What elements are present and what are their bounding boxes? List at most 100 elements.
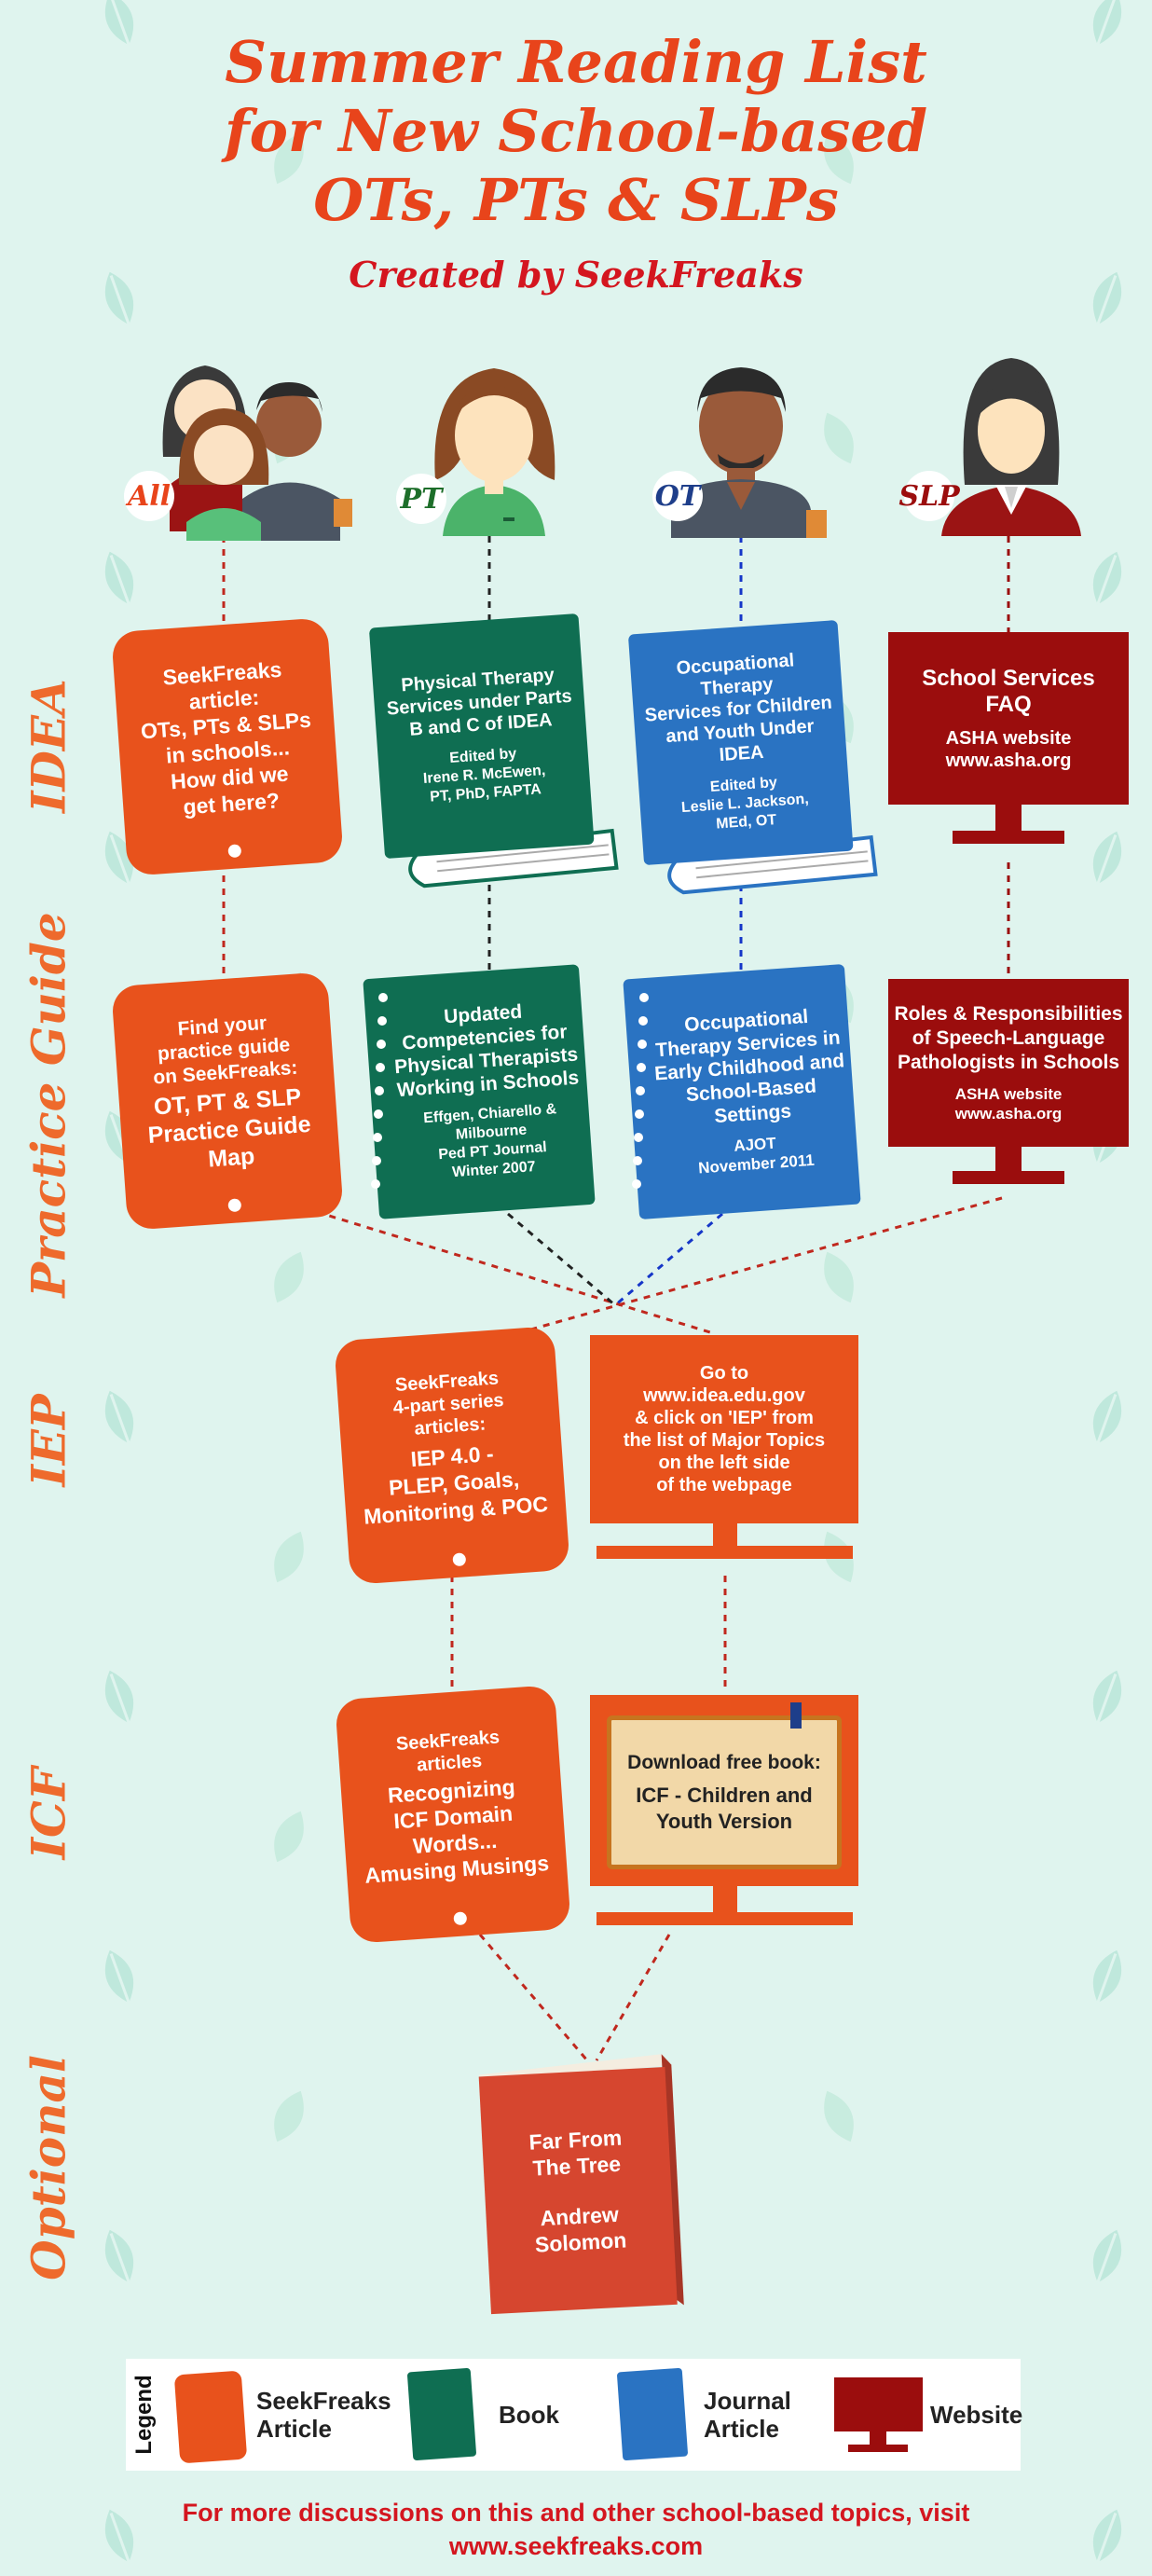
leaf-icon <box>1092 271 1122 325</box>
leaf-icon <box>1092 1670 1122 1724</box>
practice-all-article-top: Find your practice guide on SeekFreaks: <box>152 1012 299 1088</box>
idea-all-article-card[interactable]: SeekFreaks article: OTs, PTs & SLPs in s… <box>111 617 344 876</box>
connector-slp-article <box>516 1196 1003 1335</box>
optional-book-title: Far From The Tree <box>528 2125 623 2181</box>
practice-all-article-card[interactable]: Find your practice guide on SeekFreaks: … <box>111 971 344 1231</box>
iep-website[interactable]: Go to www.idea.edu.gov & click on 'IEP' … <box>590 1335 858 1523</box>
legend-website-swatch <box>834 2377 923 2431</box>
leaf-icon <box>1092 1390 1122 1444</box>
leaf-icon <box>1092 831 1122 885</box>
optional-book[interactable]: Far From The Tree Andrew Solomon <box>471 2053 689 2320</box>
icf-open-book: Download free book: ICF - Children and Y… <box>607 1715 842 1869</box>
idea-ot-book-cover: Occupational Therapy Services for Childr… <box>627 620 854 866</box>
legend-book-swatch <box>406 2367 477 2461</box>
monitor-neck <box>995 805 1022 833</box>
optional-book-cover: Far From The Tree Andrew Solomon <box>478 2067 678 2315</box>
leaf-icon <box>104 1670 134 1724</box>
monitor-neck <box>713 1523 737 1548</box>
footer-link[interactable]: www.seekfreaks.com <box>448 2532 704 2560</box>
leaf-icon <box>1092 1949 1122 2004</box>
iep-article-main: IEP 4.0 - PLEP, Goals, Monitoring & POC <box>363 1440 549 1529</box>
leaf-icon <box>1092 2509 1122 2563</box>
leaf-icon <box>1092 551 1122 605</box>
idea-pt-book[interactable]: Physical Therapy Services under Parts B … <box>364 613 619 889</box>
bookmark-icon <box>790 1702 802 1729</box>
row-label-practice-guide: Practice Guide <box>21 912 76 1298</box>
leaf-icon <box>824 132 854 185</box>
leaf-icon <box>824 1251 854 1303</box>
leaf-icon <box>274 1811 304 1863</box>
monitor-neck <box>713 1886 737 1914</box>
pt-journal-rings <box>371 993 388 1189</box>
connector-pt-converge <box>507 1212 616 1307</box>
leaf-icon <box>104 1949 134 2004</box>
row-label-iep: IEP <box>21 1394 76 1487</box>
connector-ot-converge <box>614 1212 723 1307</box>
leaf-icon <box>274 2090 304 2142</box>
icf-article-main: Recognizing ICF Domain Words... Amusing … <box>363 1774 550 1888</box>
leaf-icon <box>824 2090 854 2142</box>
row-label-optional: Optional <box>21 2055 76 2280</box>
practice-ot-journal[interactable]: Occupational Therapy Services in Early C… <box>623 964 861 1219</box>
connector-icf-optional-b <box>595 1934 671 2061</box>
pt-person-icon <box>434 368 555 536</box>
slp-person-icon <box>941 358 1081 536</box>
iep-website-text: Go to www.idea.edu.gov & click on 'IEP' … <box>623 1363 826 1495</box>
footer-line-1: For more discussions on this and other s… <box>182 2499 970 2527</box>
row-label-idea: IDEA <box>21 679 76 813</box>
legend-article-swatch <box>173 2370 248 2464</box>
idea-slp-website[interactable]: School Services FAQ ASHA website www.ash… <box>888 632 1129 805</box>
practice-all-article-main: OT, PT & SLP Practice Guide Map <box>146 1083 312 1173</box>
leaf-icon <box>274 132 304 185</box>
idea-ot-book[interactable]: Occupational Therapy Services for Childr… <box>624 619 878 895</box>
legend-label: Legend <box>131 2375 157 2455</box>
iep-article-card[interactable]: SeekFreaks 4-part series articles: IEP 4… <box>334 1326 570 1585</box>
title-line-2: for New School-based <box>224 97 928 165</box>
leaf-icon <box>104 0 134 46</box>
idea-ot-book-title: Occupational Therapy Services for Childr… <box>644 650 833 766</box>
all-people-icon <box>162 365 352 541</box>
icf-article-top: SeekFreaks articles <box>395 1727 501 1776</box>
legend-book-text: Book <box>499 2401 559 2429</box>
tag-slp: SLP <box>898 471 960 521</box>
tag-all: All <box>124 471 174 521</box>
page-subtitle: Created by SeekFreaks <box>349 254 803 296</box>
connector-icf-optional-a <box>478 1934 589 2061</box>
leaf-icon <box>104 551 134 605</box>
practice-ot-journal-author: AJOT November 2011 <box>697 1134 816 1177</box>
legend-website-neck <box>870 2431 886 2445</box>
title-line-1: Summer Reading List <box>225 28 927 96</box>
legend-box: Legend SeekFreaks Article Book Journal A… <box>126 2359 1023 2471</box>
idea-pt-book-author: Edited by Irene R. McEwen, PT, PhD, FAPT… <box>422 746 546 806</box>
idea-pt-book-cover: Physical Therapy Services under Parts B … <box>368 613 595 860</box>
leaf-icon <box>104 271 134 325</box>
icf-book-main: ICF - Children and Youth Version <box>636 1783 813 1833</box>
icf-article-card[interactable]: SeekFreaks articles Recognizing ICF Doma… <box>335 1685 571 1944</box>
leaf-icon <box>1092 2229 1122 2283</box>
idea-slp-website-title: School Services FAQ <box>922 665 1095 717</box>
practice-slp-website[interactable]: Roles & Responsibilities of Speech-Langu… <box>888 979 1129 1147</box>
monitor-base <box>953 1171 1064 1184</box>
leaf-icon <box>104 1390 134 1444</box>
idea-ot-book-author: Edited by Leslie L. Jackson, MEd, OT <box>680 774 810 833</box>
connector-all-web <box>316 1210 714 1335</box>
page-title: Summer Reading List for New School-based… <box>0 28 1152 235</box>
tag-ot: OT <box>652 471 703 521</box>
practice-pt-journal[interactable]: Updated Competencies for Physical Therap… <box>363 964 596 1219</box>
monitor-base <box>953 831 1064 844</box>
iep-article-top: SeekFreaks 4-part series articles: <box>392 1367 505 1440</box>
title-line-3: OTs, PTs & SLPs <box>313 166 839 234</box>
icf-website[interactable]: Download free book: ICF - Children and Y… <box>590 1695 858 1886</box>
icf-book-top: Download free book: <box>627 1751 821 1773</box>
tag-pt: PT <box>396 474 446 524</box>
leaf-icon <box>104 2229 134 2283</box>
idea-all-article-text: SeekFreaks article: OTs, PTs & SLPs in s… <box>140 656 312 820</box>
practice-slp-website-sub: ASHA website www.asha.org <box>954 1085 1063 1123</box>
optional-book-author: Andrew Solomon <box>534 2201 627 2257</box>
practice-pt-journal-title: Updated Competencies for Physical Therap… <box>393 1000 580 1102</box>
legend-journal-text: Journal Article <box>704 2387 791 2443</box>
idea-pt-book-title: Physical Therapy Services under Parts B … <box>386 664 573 740</box>
row-label-icf: ICF <box>21 1767 76 1860</box>
legend-website-text: Website <box>930 2401 1023 2429</box>
